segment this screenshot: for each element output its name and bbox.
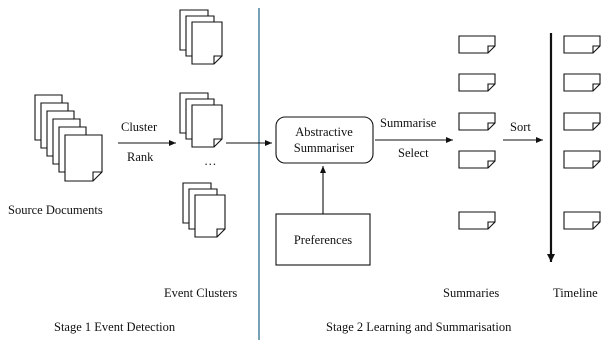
event-clusters-label: Event Clusters bbox=[164, 286, 237, 300]
summary-doc-icon bbox=[458, 35, 496, 54]
event-cluster-3-icon bbox=[182, 182, 226, 238]
summaries-label: Summaries bbox=[443, 286, 499, 300]
source-documents-stack-icon bbox=[34, 94, 103, 182]
summary-doc-icon bbox=[458, 211, 496, 230]
stage1-caption: Stage 1 Event Detection bbox=[54, 320, 176, 334]
source-documents-label: Source Documents bbox=[8, 203, 103, 217]
ellipsis-label: … bbox=[204, 154, 217, 168]
select-label: Select bbox=[398, 146, 429, 160]
timeline-doc-icon bbox=[563, 73, 601, 92]
timeline-column bbox=[563, 35, 601, 230]
summariser-label: Summariser bbox=[294, 141, 355, 155]
timeline-label: Timeline bbox=[553, 286, 598, 300]
timeline-doc-icon bbox=[563, 211, 601, 230]
preferences-label: Preferences bbox=[294, 233, 352, 247]
event-cluster-1-icon bbox=[179, 9, 223, 65]
summary-doc-icon bbox=[458, 73, 496, 92]
summary-doc-icon bbox=[458, 150, 496, 169]
summaries-column bbox=[458, 35, 496, 230]
summary-doc-icon bbox=[458, 112, 496, 131]
cluster-label: Cluster bbox=[121, 120, 158, 134]
abstractive-summariser-box bbox=[275, 116, 374, 164]
stage2-caption: Stage 2 Learning and Summarisation bbox=[326, 320, 512, 334]
timeline-doc-icon bbox=[563, 35, 601, 54]
sort-label: Sort bbox=[510, 120, 531, 134]
summarise-label: Summarise bbox=[380, 116, 437, 130]
preferences-box bbox=[275, 213, 371, 266]
timeline-doc-icon bbox=[563, 112, 601, 131]
rank-label: Rank bbox=[127, 150, 154, 164]
event-cluster-2-icon bbox=[179, 92, 223, 148]
abstractive-label: Abstractive bbox=[295, 125, 353, 139]
timeline-doc-icon bbox=[563, 150, 601, 169]
